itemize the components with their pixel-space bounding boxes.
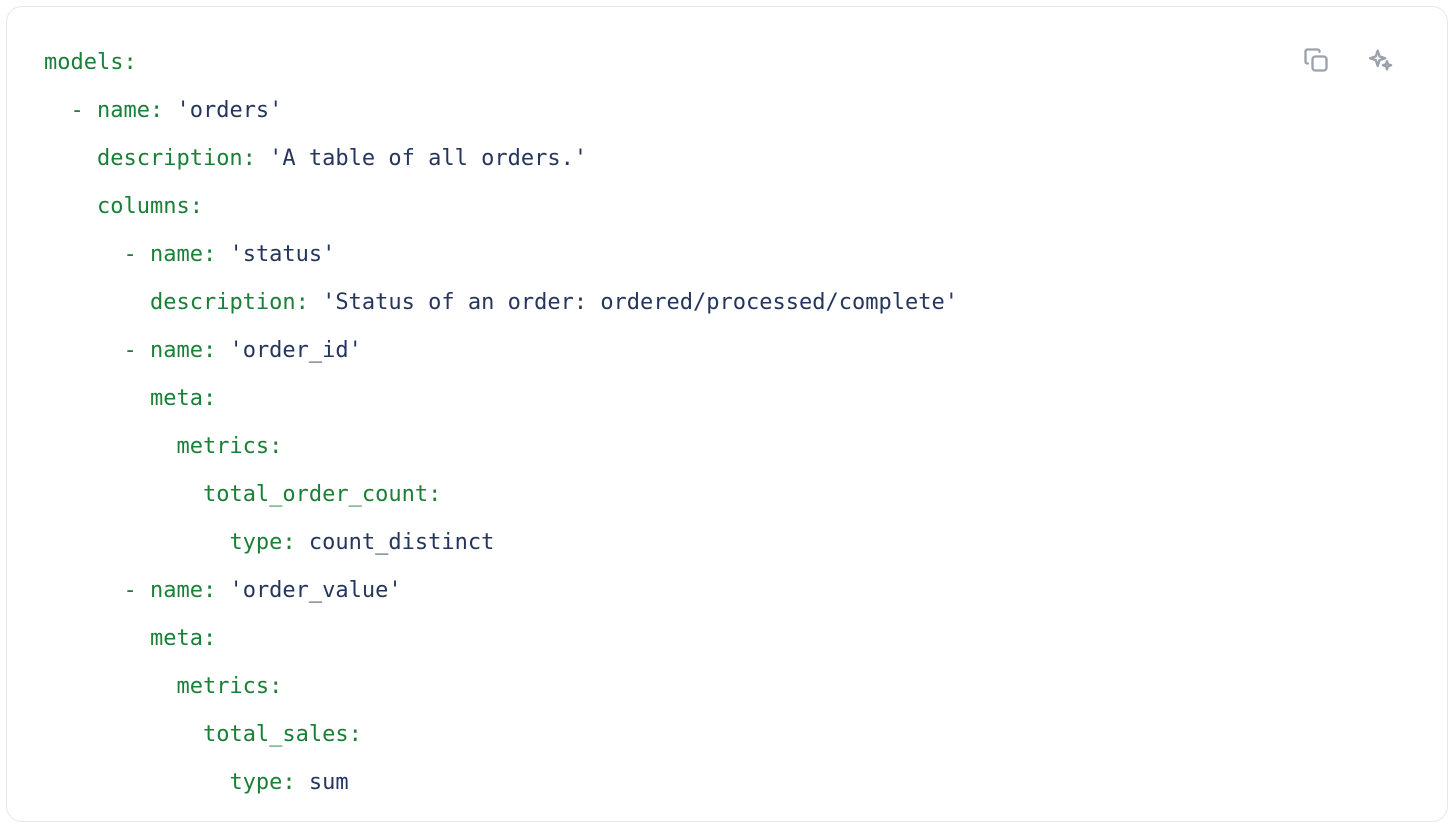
code-token-value: sum — [295, 770, 349, 795]
code-indent — [44, 722, 203, 747]
code-indent — [44, 770, 229, 795]
code-token-key: type: — [229, 530, 296, 555]
code-line: total_sales: — [44, 711, 1427, 759]
code-token-key: meta: — [149, 626, 217, 651]
code-line: - name: 'order_value' — [44, 567, 1427, 615]
code-token-value: 'status' — [216, 242, 336, 267]
code-line: columns: — [44, 183, 1427, 231]
code-token-key: metrics: — [176, 674, 283, 699]
code-token-key: type: — [229, 770, 296, 795]
code-token-key: description: — [96, 146, 256, 171]
code-indent — [44, 482, 203, 507]
code-token-key: total_order_count: — [202, 482, 442, 507]
code-token-key: - name: — [123, 242, 217, 267]
code-token-key: metrics: — [176, 434, 283, 459]
code-line: - name: 'status' — [44, 231, 1427, 279]
code-token-value: 'Status of an order: ordered/processed/c… — [308, 290, 958, 315]
code-token-key: models: — [44, 50, 137, 75]
code-line: description: 'Status of an order: ordere… — [44, 279, 1427, 327]
code-line: total_order_count: — [44, 471, 1427, 519]
ai-assist-button[interactable] — [1365, 45, 1395, 75]
code-indent — [44, 434, 176, 459]
code-token-key: meta: — [149, 386, 217, 411]
code-token-value: count_distinct — [295, 530, 495, 555]
code-indent — [44, 674, 176, 699]
code-line: meta: — [44, 615, 1427, 663]
code-line: description: 'A table of all orders.' — [44, 135, 1427, 183]
code-line: metrics: — [44, 423, 1427, 471]
code-token-value: 'orders' — [163, 98, 283, 123]
code-token-key: total_sales: — [202, 722, 362, 747]
code-line: meta: — [44, 375, 1427, 423]
code-card: models: - name: 'orders' description: 'A… — [6, 6, 1448, 822]
code-indent — [44, 146, 97, 171]
code-token-key: description: — [149, 290, 309, 315]
code-toolbar — [1301, 45, 1395, 75]
code-line: type: count_distinct — [44, 519, 1427, 567]
copy-button[interactable] — [1301, 45, 1331, 75]
code-indent — [44, 626, 150, 651]
sparkle-icon — [1366, 46, 1394, 74]
code-token-key: columns: — [96, 194, 203, 219]
code-token-key: - name: — [123, 578, 217, 603]
code-line: type: sum — [44, 759, 1427, 807]
code-line: - name: 'orders' — [44, 87, 1427, 135]
code-indent — [44, 386, 150, 411]
code-indent — [44, 578, 123, 603]
code-indent — [44, 530, 229, 555]
code-token-key: - name: — [123, 338, 217, 363]
code-line: - name: 'order_id' — [44, 327, 1427, 375]
code-block: models: - name: 'orders' description: 'A… — [44, 39, 1427, 807]
code-line: models: — [44, 39, 1427, 87]
code-token-value: 'order_id' — [216, 338, 362, 363]
code-indent — [44, 338, 123, 363]
code-line: metrics: — [44, 663, 1427, 711]
code-token-value: 'order_value' — [216, 578, 402, 603]
code-token-key: - name: — [70, 98, 164, 123]
code-indent — [44, 242, 123, 267]
copy-icon — [1302, 46, 1330, 74]
code-indent — [44, 290, 150, 315]
code-indent — [44, 98, 71, 123]
code-indent — [44, 194, 97, 219]
code-token-value: 'A table of all orders.' — [255, 146, 588, 171]
